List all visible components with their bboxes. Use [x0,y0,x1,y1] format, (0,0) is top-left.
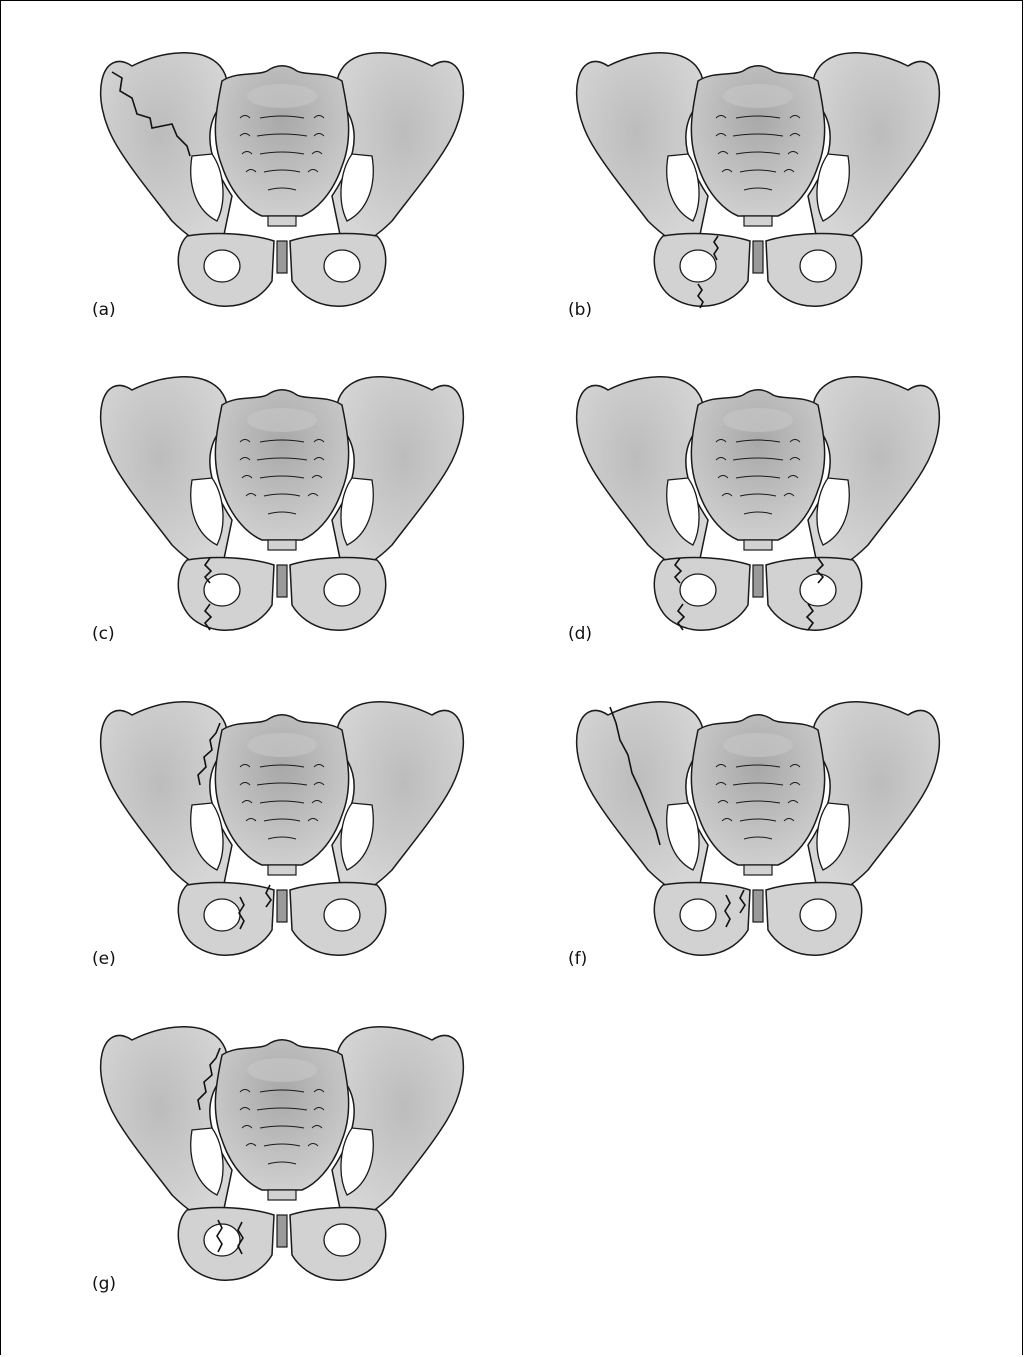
pelvis-diagram-c [92,360,512,660]
panel-label-a: (a) [92,300,116,320]
panel-label-f: (f) [568,949,587,969]
panel-f: (f) [568,685,988,985]
panel-label-b: (b) [568,300,592,320]
pelvis-diagram-f [568,685,988,985]
pelvis-diagram-a [92,36,512,336]
pelvis-diagram-b [568,36,988,336]
panel-d: (d) [568,360,988,660]
panel-label-g: (g) [92,1274,116,1294]
panel-c: (c) [92,360,512,660]
panel-a: (a) [92,36,512,336]
panel-g: (g) [92,1010,512,1310]
panel-b: (b) [568,36,988,336]
panel-label-d: (d) [568,624,592,644]
pelvis-diagram-d [568,360,988,660]
panel-label-e: (e) [92,949,116,969]
pelvis-diagram-g [92,1010,512,1310]
pelvis-diagram-e [92,685,512,985]
panel-label-c: (c) [92,624,115,644]
panel-e: (e) [92,685,512,985]
